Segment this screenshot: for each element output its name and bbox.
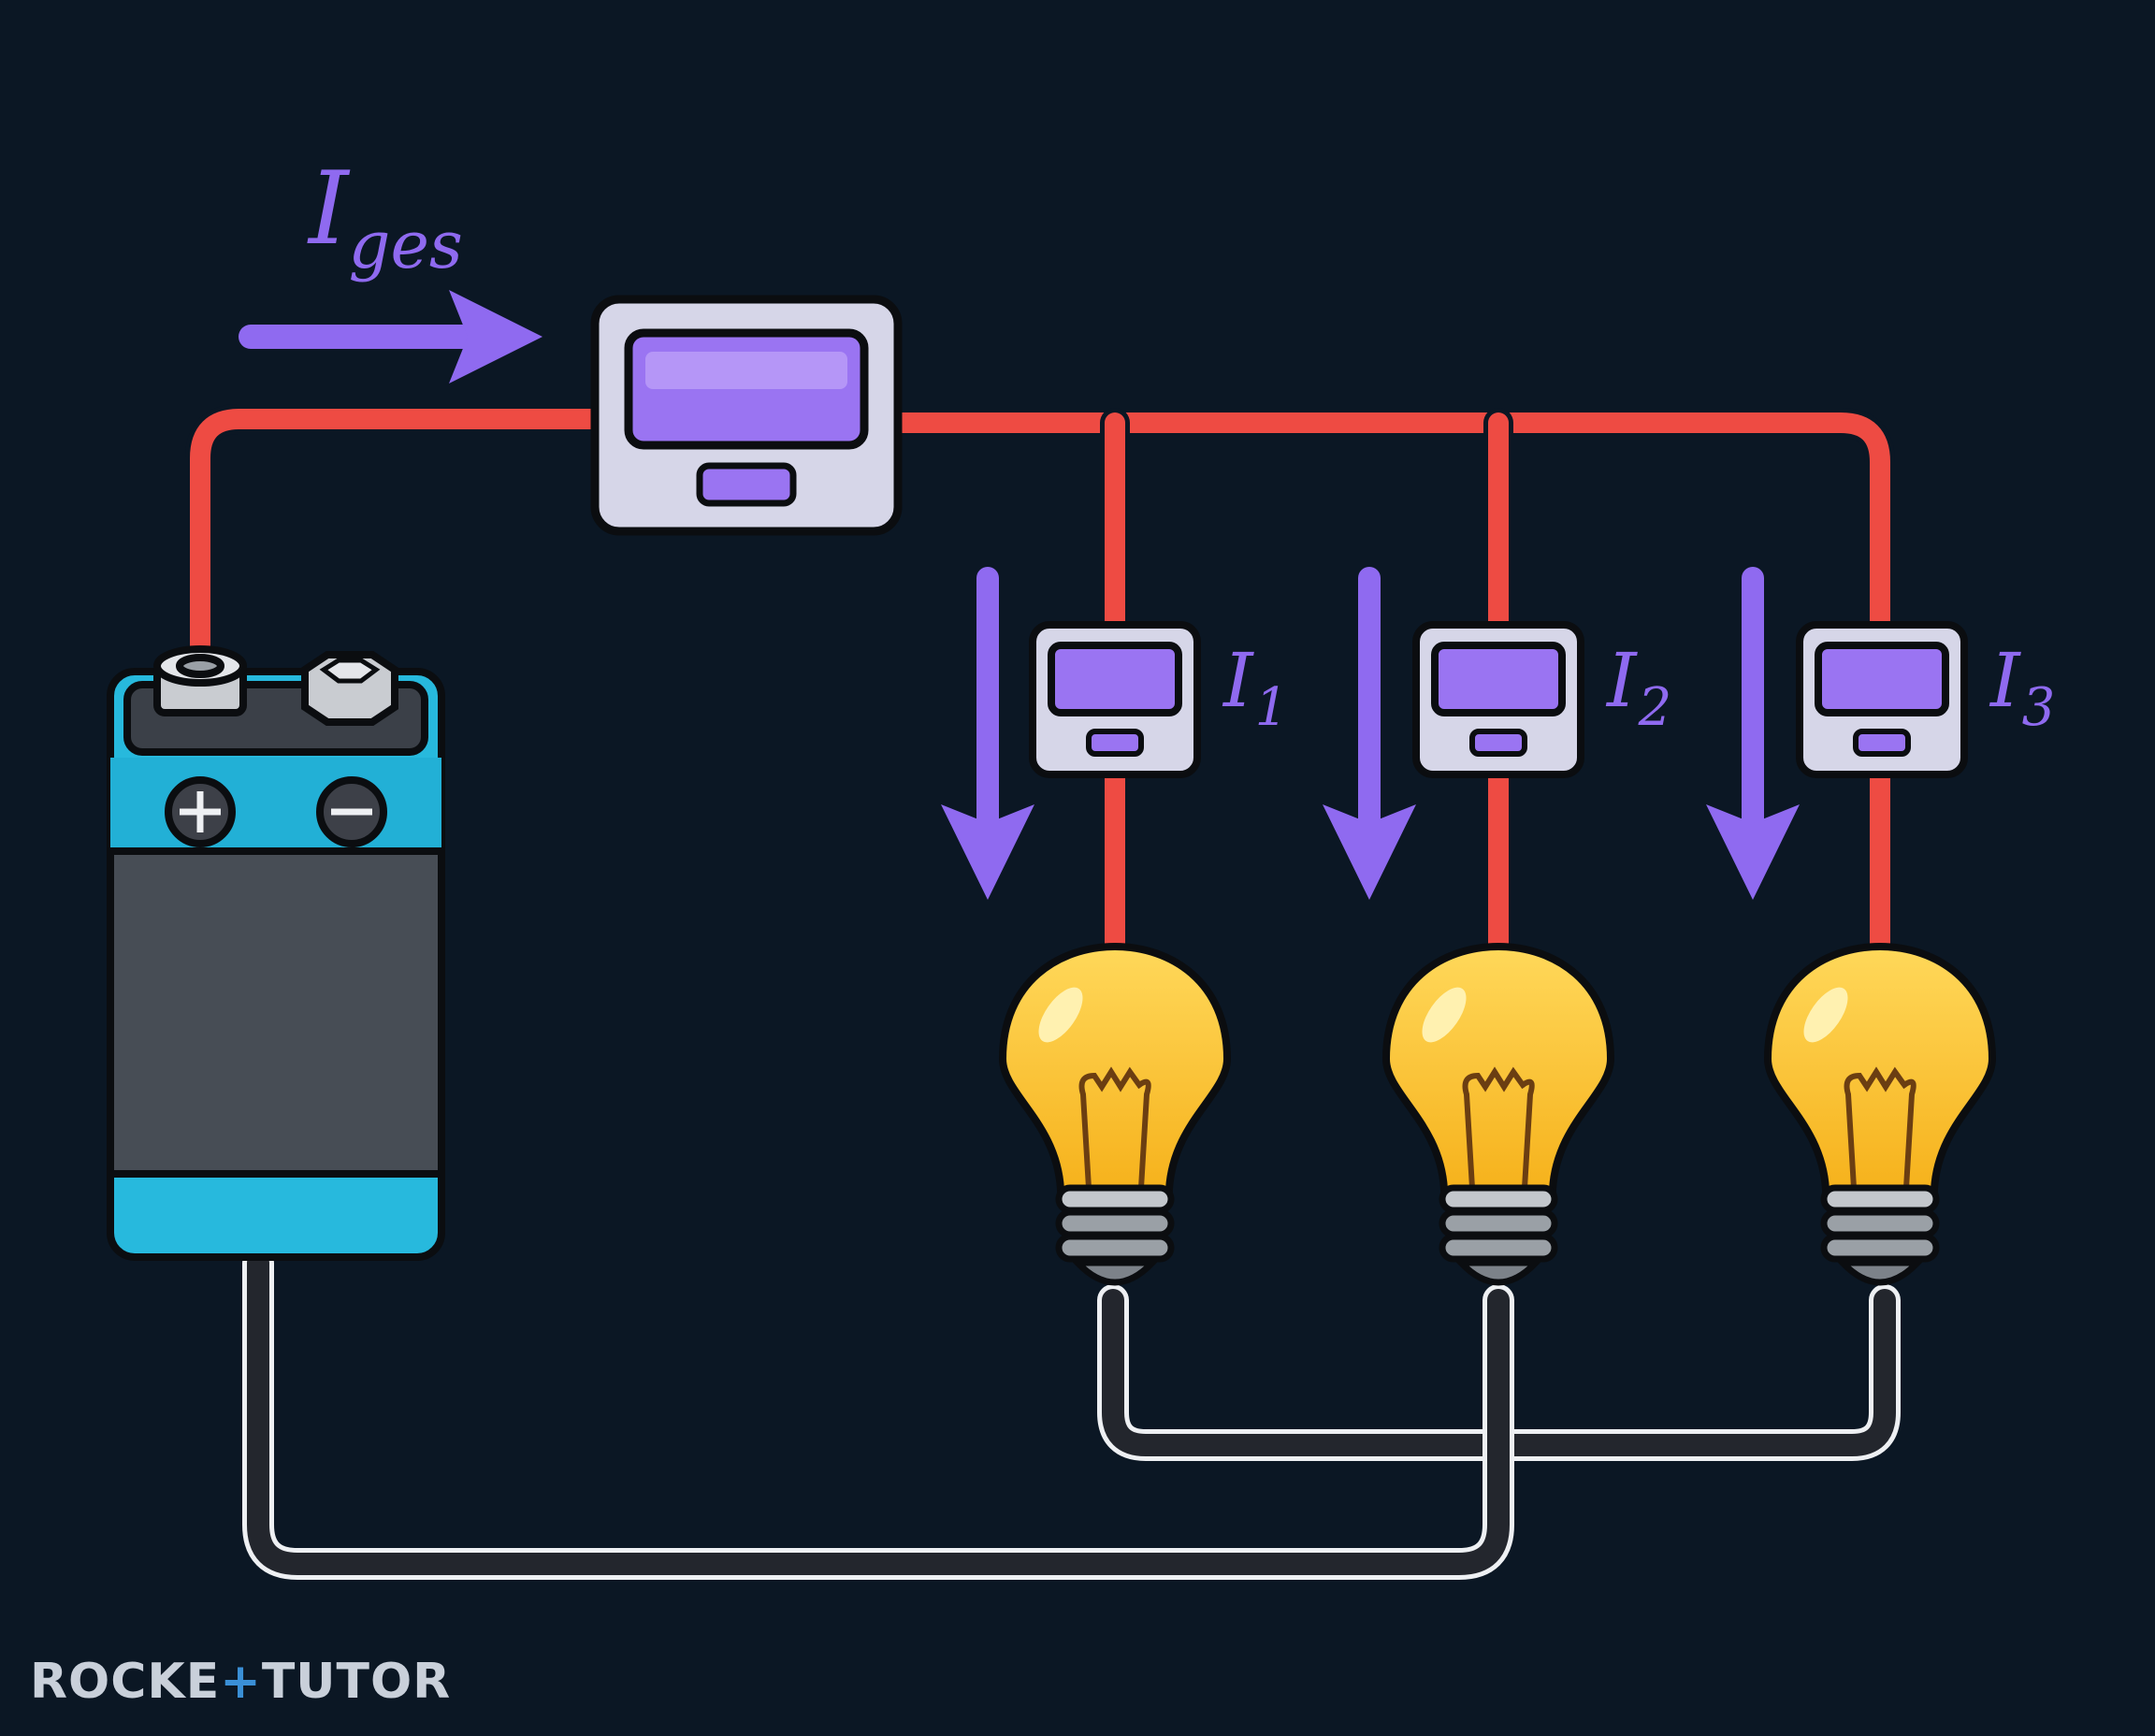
positive-wires — [185, 404, 1895, 978]
negative-terminal — [301, 651, 398, 726]
lamp-1 — [998, 942, 1232, 1286]
branch-3-current-label: I3 — [1990, 637, 2056, 738]
branch-2-current-label: I2 — [1607, 637, 1672, 738]
battery — [107, 645, 445, 1261]
brand-logo: ROCKE+TUTOR — [30, 1654, 452, 1710]
negative-wires — [242, 1247, 1901, 1580]
ammeter-3 — [1796, 621, 1968, 778]
lamp-2 — [1381, 942, 1615, 1286]
main-ammeter — [590, 295, 903, 536]
branch-ammeters — [1029, 621, 1968, 778]
ammeter-2 — [1412, 621, 1584, 778]
branch-1-arrow-icon — [941, 567, 1034, 900]
branch-3-arrow-icon — [1706, 567, 1800, 900]
branch-2-arrow-icon — [1323, 567, 1416, 900]
positive-terminal — [153, 645, 247, 716]
total-current-arrow-icon — [239, 290, 542, 383]
current-arrows — [239, 290, 1800, 900]
branch-1-current-label: I1 — [1223, 637, 1289, 738]
total-current-label: Iges — [309, 151, 463, 283]
ammeter-1 — [1029, 621, 1201, 778]
lamp-3 — [1763, 942, 1997, 1286]
